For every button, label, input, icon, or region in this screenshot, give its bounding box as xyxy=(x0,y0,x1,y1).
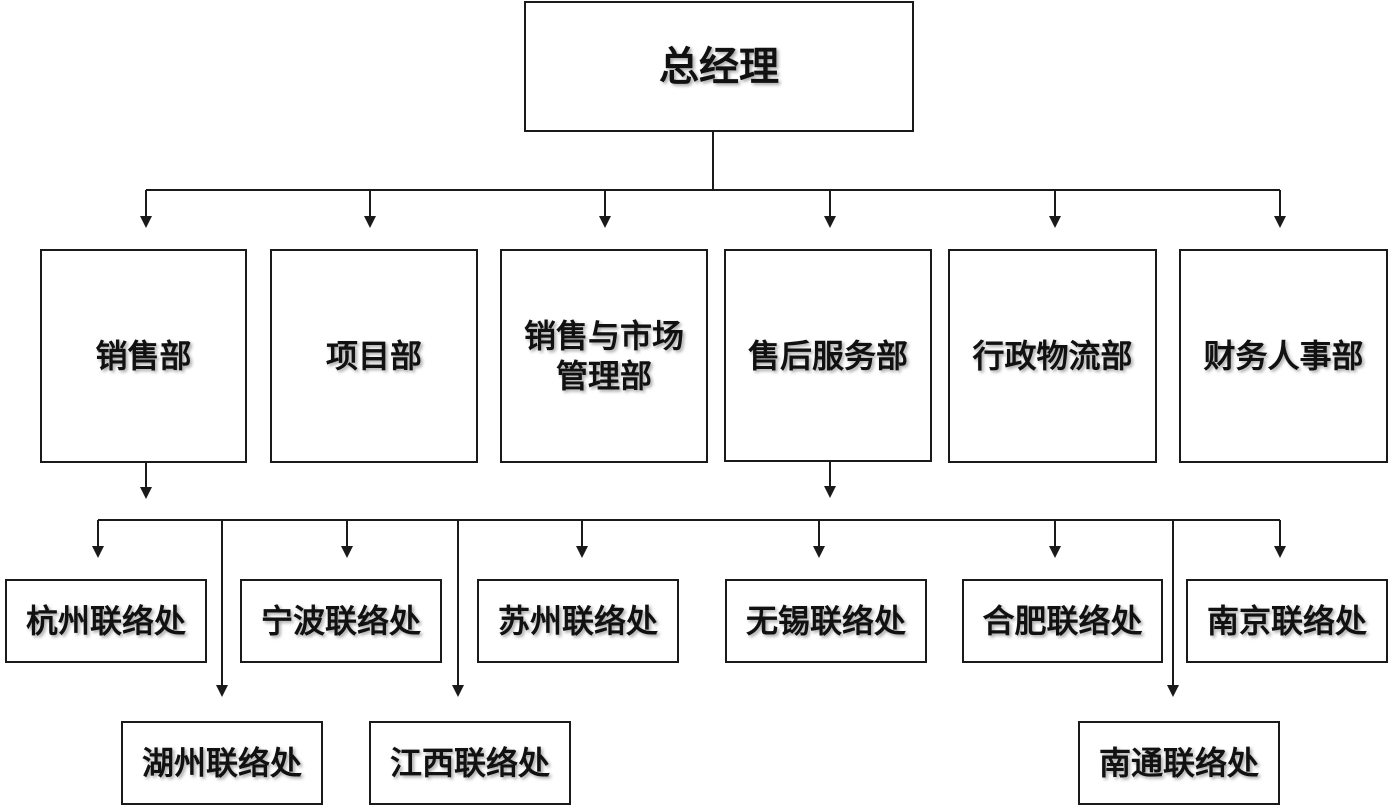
office-label: 湖州联络处 xyxy=(141,744,302,782)
office-label: 无锡联络处 xyxy=(745,602,906,640)
dept-label: 销售部 xyxy=(95,337,192,375)
office-label: 江西联络处 xyxy=(389,744,550,782)
dept-label: 行政物流部 xyxy=(972,337,1133,375)
office-label: 南京联络处 xyxy=(1206,602,1367,640)
office-label: 合肥联络处 xyxy=(982,602,1143,640)
arrowhead xyxy=(452,685,464,697)
arrowhead xyxy=(1049,216,1061,228)
arrowhead xyxy=(140,216,152,228)
office-box-nanjing: 南京联络处 xyxy=(1186,579,1388,663)
dept-label: 销售与市场 管理部 xyxy=(524,316,684,396)
office-label: 南通联络处 xyxy=(1098,744,1259,782)
arrowhead xyxy=(216,685,228,697)
office-box-huzhou: 湖州联络处 xyxy=(121,721,323,805)
arrowhead xyxy=(813,546,825,558)
arrowhead xyxy=(140,487,152,499)
arrowhead xyxy=(364,216,376,228)
dept-label-line-1: 销售与市场 xyxy=(523,317,684,355)
arrowhead xyxy=(1049,546,1061,558)
general-manager-box: 总经理 xyxy=(524,1,914,132)
dept-label: 财务人事部 xyxy=(1203,337,1364,375)
arrowhead xyxy=(341,546,353,558)
dept-label: 项目部 xyxy=(325,337,422,375)
office-box-suzhou: 苏州联络处 xyxy=(477,579,679,663)
arrowhead xyxy=(92,546,104,558)
dept-box-finance-hr: 财务人事部 xyxy=(1179,249,1388,463)
arrowhead xyxy=(1167,685,1179,697)
dept-label-line-2: 管理部 xyxy=(555,357,652,395)
office-box-nantong: 南通联络处 xyxy=(1078,721,1280,805)
office-box-ningbo: 宁波联络处 xyxy=(240,579,442,663)
arrowhead xyxy=(1274,216,1286,228)
office-box-hangzhou: 杭州联络处 xyxy=(5,579,207,663)
arrowhead xyxy=(824,216,836,228)
general-manager-label: 总经理 xyxy=(659,43,779,90)
office-box-hefei: 合肥联络处 xyxy=(962,579,1163,663)
dept-label: 售后服务部 xyxy=(747,336,908,375)
arrowhead xyxy=(599,216,611,228)
dept-box-sales: 销售部 xyxy=(40,249,247,463)
office-label: 苏州联络处 xyxy=(497,602,658,640)
dept-box-after-sales: 售后服务部 xyxy=(724,249,932,462)
dept-box-project: 项目部 xyxy=(270,249,478,463)
arrowhead xyxy=(576,546,588,558)
arrowhead xyxy=(1274,546,1286,558)
dept-box-admin-logistics: 行政物流部 xyxy=(948,249,1157,463)
office-label: 杭州联络处 xyxy=(25,602,186,640)
office-box-jiangxi: 江西联络处 xyxy=(369,721,571,805)
office-label: 宁波联络处 xyxy=(260,602,421,640)
office-box-wuxi: 无锡联络处 xyxy=(725,579,927,663)
arrowhead xyxy=(824,486,836,498)
dept-box-sales-marketing: 销售与市场 管理部 xyxy=(500,249,708,463)
